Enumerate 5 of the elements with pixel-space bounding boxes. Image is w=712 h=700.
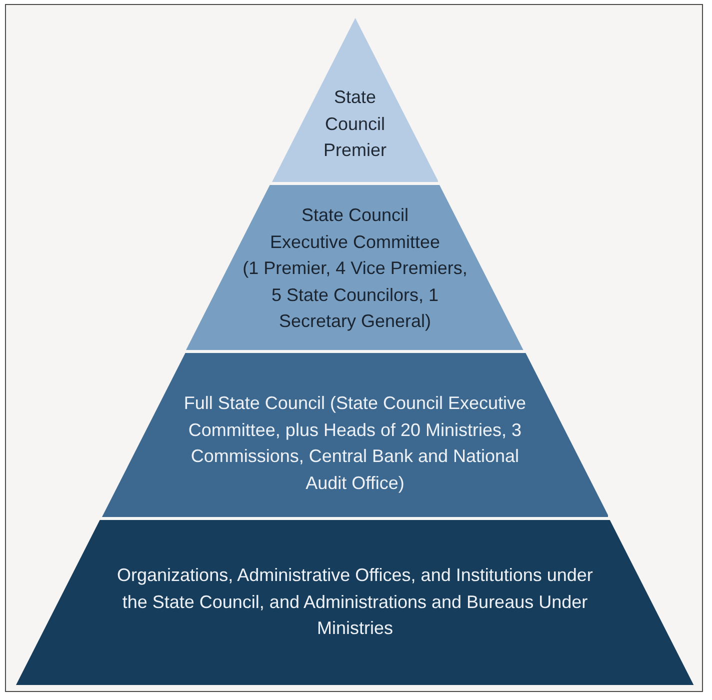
tier-label: State Council Premier [322, 86, 388, 162]
tier-label: Full State Council (State Council Executive Committee, plus Heads of 20 Ministries, 3 Commissions, Central Bank and National Audit Office) [182, 392, 528, 495]
tier-label: Organizations, Administrative Offices, and Institutions under the State Council, and Administrations and Bureaus Under Ministries [116, 564, 594, 640]
tier-title: State Council Executive Committee [268, 204, 442, 254]
tier-description: (1 Premier, 4 Vice Premiers, 5 State Councilors, 1 Secretary General) [242, 257, 468, 333]
